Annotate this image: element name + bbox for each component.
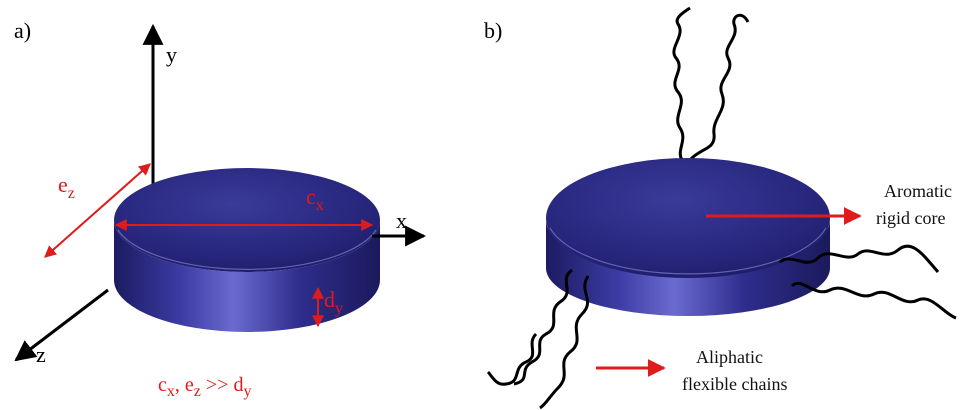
core-label-line1: Aromatic <box>884 181 952 201</box>
z-axis <box>14 288 109 362</box>
ez-arrow <box>44 163 151 258</box>
flexible-chain <box>513 268 574 386</box>
flexible-chain <box>790 282 957 320</box>
panel-a-label: a) <box>14 18 31 43</box>
disc-a-top <box>114 168 380 272</box>
ez-label: ez <box>58 172 75 202</box>
flexible-chain <box>539 275 590 410</box>
z-axis-label: z <box>36 342 46 367</box>
flexible-chain <box>486 332 538 386</box>
flexible-chain <box>688 13 750 162</box>
cx-label: cx <box>306 184 324 214</box>
flexible-chain <box>778 244 940 273</box>
y-axis-label: y <box>166 42 177 67</box>
dy-label: dy <box>324 287 343 317</box>
size-relation-caption: cx, ez >> dy <box>158 374 251 400</box>
panel-a: a) y x z ez cx dy cx, ez >> dy <box>14 18 427 400</box>
disc-b <box>546 158 830 316</box>
core-label-line2: rigid core <box>876 208 945 228</box>
chain-label-line2: flexible chains <box>682 374 787 394</box>
disc-b-top <box>546 158 830 278</box>
chain-label-line1: Aliphatic <box>696 347 763 367</box>
panel-b: b) Aromatic rigid core Aliphatic flexibl… <box>484 6 957 410</box>
x-axis-label: x <box>396 208 407 233</box>
flexible-chain <box>672 6 691 161</box>
panel-b-label: b) <box>484 18 502 43</box>
